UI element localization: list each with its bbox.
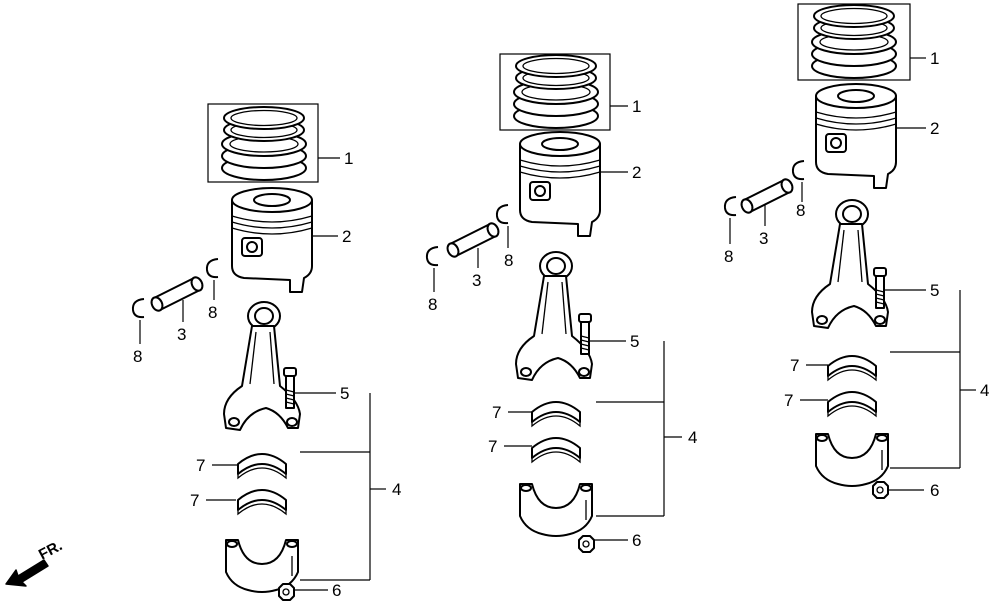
label-nut: 6 (332, 581, 341, 600)
bearing-shell (827, 391, 877, 417)
label-ring: 1 (930, 49, 939, 68)
front-direction-indicator: FR. (5, 537, 65, 587)
snap-clip (791, 160, 805, 181)
label-bearing: 7 (196, 456, 205, 475)
rod-cap (519, 483, 593, 537)
piston-ring-set (513, 54, 599, 129)
label-bearing: 7 (488, 437, 497, 456)
label-clip: 8 (428, 295, 437, 314)
bearing-shell (827, 355, 877, 381)
assembly-right: 1 2 3 8 8 5 4 7 7 6 (723, 3, 989, 500)
rod-cap (815, 433, 889, 487)
bearing-shell (531, 401, 581, 427)
label-clip: 8 (133, 347, 142, 366)
front-arrow-icon (5, 559, 49, 587)
rod-nut (278, 583, 295, 601)
label-ring: 1 (632, 97, 641, 116)
label-rod: 4 (980, 381, 989, 400)
label-pin: 3 (759, 229, 768, 248)
snap-clip (205, 258, 219, 279)
bearing-shell (531, 437, 581, 463)
assembly-middle: 1 2 3 8 8 5 4 7 7 6 (425, 53, 697, 553)
label-piston: 2 (342, 227, 351, 246)
label-bolt: 5 (630, 332, 639, 351)
label-clip: 8 (796, 201, 805, 220)
label-rod: 4 (392, 480, 401, 499)
connecting-rod (223, 301, 301, 431)
piston (519, 131, 601, 237)
label-rod: 4 (688, 428, 697, 447)
label-clip: 8 (504, 251, 513, 270)
label-bolt: 5 (930, 281, 939, 300)
label-bolt: 5 (340, 384, 349, 403)
snap-clip (723, 196, 737, 217)
bearing-shell (237, 489, 287, 515)
label-piston: 2 (632, 163, 641, 182)
rod-bolt (873, 267, 887, 309)
piston (231, 187, 313, 293)
piston-ring-set (811, 4, 897, 79)
front-direction-label: FR. (36, 537, 65, 563)
label-clip: 8 (724, 247, 733, 266)
label-ring: 1 (344, 149, 353, 168)
piston-pin (148, 274, 206, 314)
label-bearing: 7 (492, 403, 501, 422)
rod-nut (872, 481, 889, 499)
label-bearing: 7 (784, 391, 793, 410)
piston (815, 83, 897, 189)
bearing-shell (237, 453, 287, 479)
label-pin: 3 (177, 325, 186, 344)
label-piston: 2 (930, 119, 939, 138)
label-clip: 8 (208, 303, 217, 322)
label-nut: 6 (632, 531, 641, 550)
rod-bolt (283, 367, 297, 409)
label-nut: 6 (930, 481, 939, 500)
piston-ring-set (221, 106, 307, 181)
snap-clip (425, 246, 439, 267)
assembly-left: 1 2 3 8 8 5 4 7 7 6 (131, 103, 401, 601)
snap-clip (131, 298, 145, 319)
snap-clip (495, 204, 509, 225)
piston-pin (444, 220, 502, 260)
label-bearing: 7 (790, 356, 799, 375)
piston-pin (738, 176, 796, 216)
rod-nut (578, 535, 595, 553)
label-pin: 3 (472, 271, 481, 290)
label-bearing: 7 (190, 491, 199, 510)
rod-bolt (578, 313, 592, 355)
